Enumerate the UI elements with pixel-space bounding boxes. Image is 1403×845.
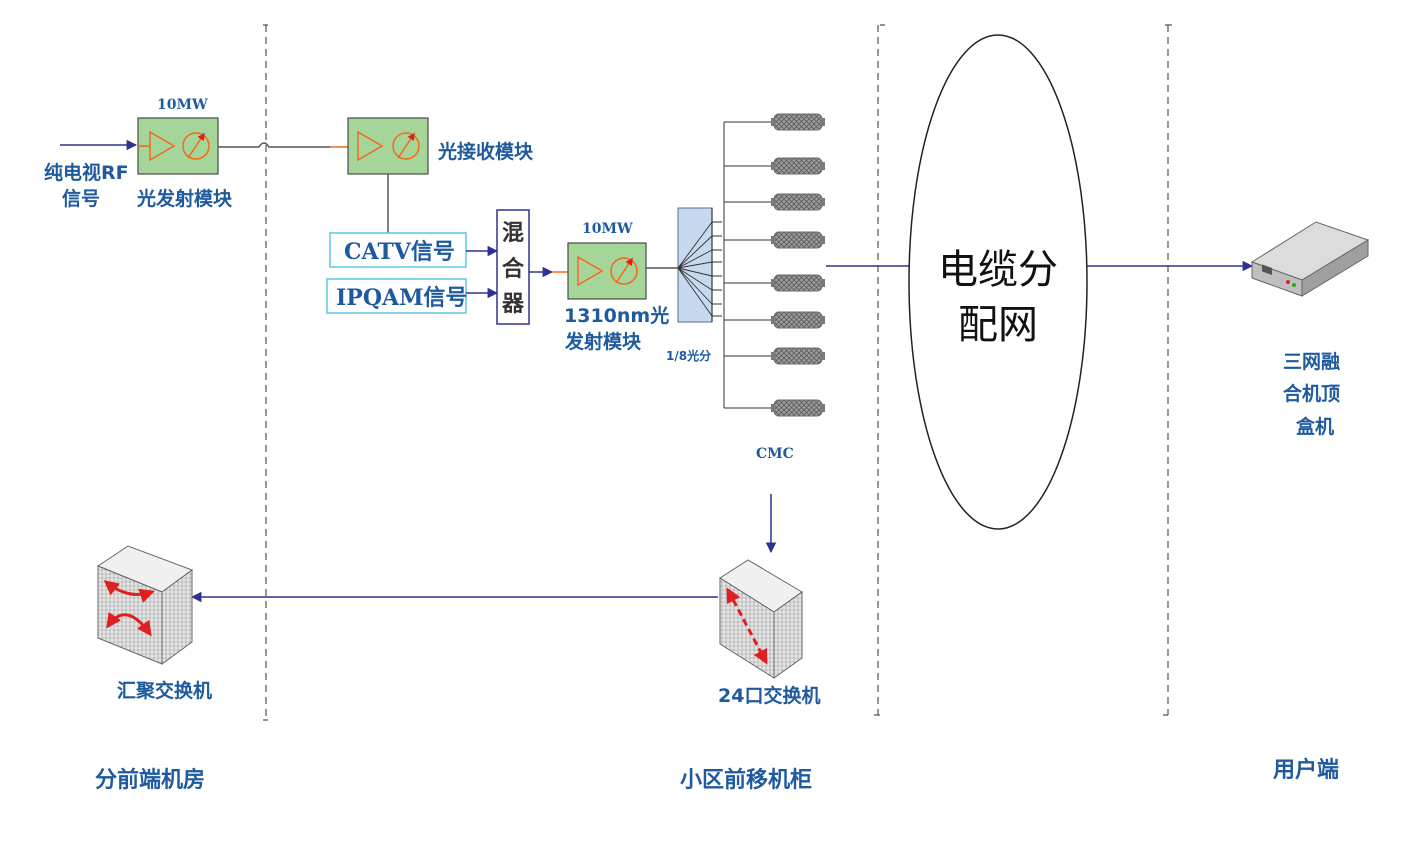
optical-receiver bbox=[347, 117, 429, 175]
switch-24-port-icon bbox=[719, 559, 803, 679]
optical-transmitter-1310 bbox=[567, 242, 647, 300]
power-label-left: 10MW bbox=[157, 97, 208, 113]
stb-label-1: 三网融 bbox=[1283, 351, 1340, 373]
rf-signal-label-1: 纯电视RF bbox=[44, 161, 129, 184]
catv-box bbox=[329, 232, 467, 268]
cable-network-label-1: 电缆分 bbox=[938, 247, 1058, 293]
switch-24-label: 24口交换机 bbox=[718, 684, 820, 707]
aggregation-switch-icon bbox=[96, 545, 194, 665]
cmc-distribution-lines bbox=[712, 121, 772, 409]
splitter-ratio-label: 1/8光分 bbox=[666, 348, 711, 363]
tx-1310-label-2: 发射模块 bbox=[564, 330, 642, 353]
optical-splitter bbox=[677, 207, 713, 323]
optical-transmitter-left bbox=[137, 117, 219, 175]
mixer-char-1: 混 bbox=[502, 221, 524, 246]
rf-signal-label-2: 信号 bbox=[62, 187, 100, 210]
cable-network-label-2: 配网 bbox=[958, 302, 1038, 348]
ipqam-box bbox=[326, 278, 467, 314]
cmc-unit bbox=[770, 274, 826, 292]
cable-distribution-network bbox=[908, 34, 1088, 530]
stb-label-3: 盒机 bbox=[1295, 415, 1334, 438]
optical-rx-label: 光接收模块 bbox=[437, 140, 534, 163]
cmc-label: CMC bbox=[756, 446, 794, 462]
stb-label-2: 合机顶 bbox=[1283, 382, 1340, 405]
set-top-box-icon bbox=[1250, 221, 1370, 297]
mixer-char-2: 合 bbox=[502, 256, 525, 282]
aggregation-switch-label: 汇聚交换机 bbox=[117, 679, 212, 702]
cmc-unit bbox=[770, 311, 826, 329]
cmc-unit bbox=[770, 399, 826, 417]
zone-label-user: 用户端 bbox=[1273, 757, 1339, 783]
catv-label: CATV信号 bbox=[344, 239, 455, 265]
mixer-char-3: 器 bbox=[501, 292, 525, 317]
zone-label-cabinet: 小区前移机柜 bbox=[680, 767, 812, 793]
zone-label-headend: 分前端机房 bbox=[95, 767, 205, 793]
cmc-unit bbox=[770, 347, 826, 365]
cmc-unit bbox=[770, 157, 826, 175]
separator-3 bbox=[1163, 24, 1172, 716]
ipqam-label: IPQAM信号 bbox=[336, 285, 467, 311]
cmc-unit bbox=[770, 193, 826, 211]
cmc-unit bbox=[770, 113, 826, 131]
optical-tx-left-label: 光发射模块 bbox=[136, 187, 233, 210]
tx-1310-label-1: 1310nm光 bbox=[564, 304, 669, 327]
fiber-link bbox=[218, 142, 330, 148]
power-label-mid: 10MW bbox=[582, 221, 633, 237]
separator-1 bbox=[263, 24, 268, 721]
separator-2 bbox=[874, 24, 885, 716]
cmc-unit bbox=[770, 231, 826, 249]
zone-separators bbox=[263, 24, 1172, 721]
mixer-box bbox=[496, 209, 530, 325]
